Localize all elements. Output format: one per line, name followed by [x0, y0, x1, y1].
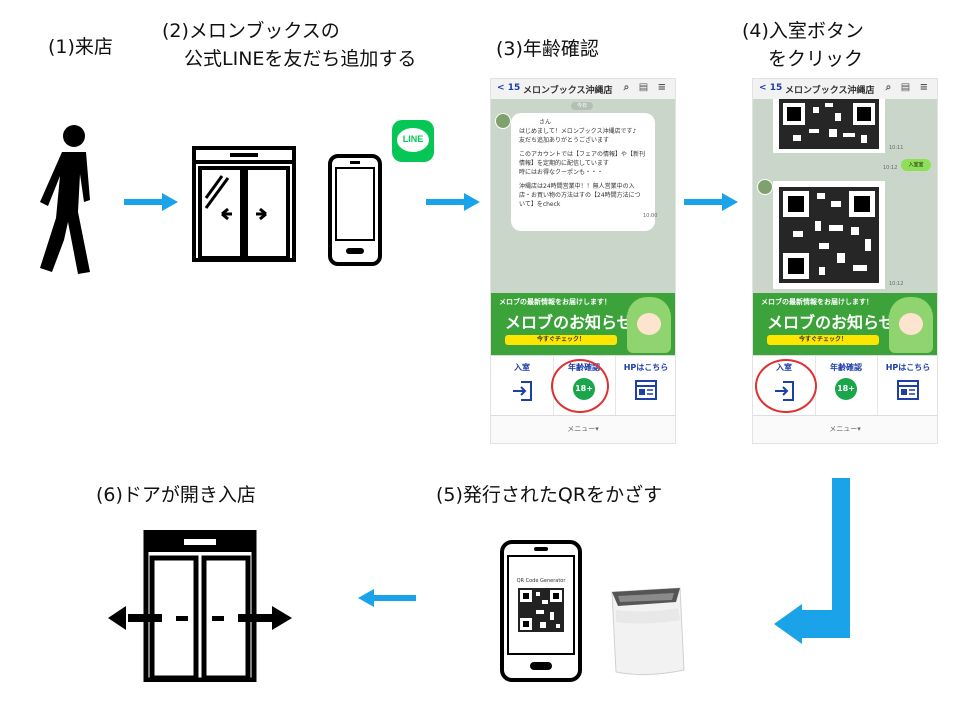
step1-label: (1)来店 [48, 36, 113, 58]
step2-label-line2: 公式LINEを友だち追加する [184, 48, 417, 70]
banner-check-button[interactable]: 今すぐチェック！ [767, 335, 879, 345]
arrow-right-icon [124, 193, 178, 211]
mascot-image [627, 297, 671, 353]
message-line: 沖縄店は24時間営業中！！無人営業中の入 [519, 183, 635, 190]
message-line: 時にはお得なクーポンも・・・ [519, 169, 604, 176]
banner-top-text: メロブの最新情報をお届けします！ [761, 298, 873, 306]
mascot-image [889, 297, 933, 353]
banner-check-button[interactable]: 今すぐチェック！ [505, 335, 617, 345]
walking-person-icon [40, 125, 90, 274]
menu-age-button[interactable]: 年齢確認 18+ [815, 356, 878, 416]
chat-header: < 15 メロンブックス沖縄店 ⌕ ▤ ≡ [753, 79, 937, 100]
date-chip: 今日 [571, 102, 593, 110]
menu-hp-button[interactable]: HPはこちら [877, 356, 937, 416]
welcome-message-bubble: さん はじめまして！メロンブックス沖縄店です♪ 友だち追加ありがとうございます … [511, 113, 655, 231]
arrow-right-icon [426, 193, 480, 211]
entry-qr-code-image [773, 181, 885, 289]
menu-age-label: 年齢確認 [830, 363, 862, 372]
header-icons: ⌕ ▤ ≡ [623, 82, 669, 93]
line-chat-screenshot-enter: < 15 メロンブックス沖縄店 ⌕ ▤ ≡ 10:11 入室室 10:12 [752, 78, 938, 444]
back-button[interactable]: < 15 [759, 83, 783, 93]
chat-title: メロンブックス沖縄店 [785, 86, 875, 96]
qr-code-image [773, 99, 885, 153]
smartphone-icon [328, 154, 382, 266]
menu-toggle[interactable]: メニュー▾ [753, 415, 937, 443]
enter-icon [513, 381, 532, 401]
message-line: 情報】を定期的に配信しています [519, 160, 609, 167]
sent-time: 10:12 [883, 165, 898, 171]
menu-hp-label: HPはこちら [885, 363, 931, 372]
menu-toggle[interactable]: メニュー▾ [491, 415, 675, 443]
message-time: 10:00 [643, 213, 658, 219]
banner-main-text: メロブのお知らせ [505, 313, 633, 332]
message-line: はじめまして！メロンブックス沖縄店です♪ [519, 128, 637, 135]
smartphone-qr-icon [500, 540, 582, 682]
step6-label: (6)ドアが開き入店 [96, 484, 256, 506]
step5-label: (5)発行されたQRをかざす [436, 484, 663, 506]
line-chat-screenshot-age: < 15 メロンブックス沖縄店 ⌕ ▤ ≡ 今日 さん はじめまして！メロンブッ… [490, 78, 676, 444]
step4-label-line1: (4)入室ボタン [742, 20, 864, 42]
back-button[interactable]: < 15 [497, 83, 521, 93]
chat-title: メロンブックス沖縄店 [523, 86, 613, 96]
step4-label-line2: をクリック [768, 48, 864, 70]
webpage-icon [635, 380, 657, 400]
banner-top-text: メロブの最新情報をお届けします！ [499, 298, 611, 306]
banner-main-text: メロブのお知らせ [767, 313, 895, 332]
chat-area: 10:11 入室室 10:12 10:12 [753, 99, 937, 293]
highlight-circle-enter [755, 359, 817, 413]
qr-code-pattern [779, 187, 879, 283]
menu-enter-label: 入室 [514, 363, 530, 372]
arrow-down-left-icon [774, 478, 850, 644]
qr-scanner-device-icon [611, 587, 685, 676]
avatar [495, 113, 511, 129]
age-18-badge: 18+ [835, 378, 857, 400]
qr-generator-text: QR Code Generator [516, 578, 566, 584]
arrow-left-icon [358, 589, 416, 607]
message-line: 友だち追加ありがとうございます [519, 137, 610, 144]
greeting-text: さん [539, 119, 552, 126]
open-door-icon [108, 530, 292, 682]
sent-message-bubble: 入室室 [901, 159, 931, 171]
news-banner[interactable]: メロブの最新情報をお届けします！ メロブのお知らせ 今すぐチェック！ [491, 293, 675, 355]
step3-label: (3)年齢確認 [496, 38, 599, 60]
chat-area: 今日 さん はじめまして！メロンブックス沖縄店です♪ 友だち追加ありがとうござい… [491, 99, 675, 293]
menu-hp-button[interactable]: HPはこちら [615, 356, 675, 416]
automatic-door-icon [192, 146, 296, 262]
message-time: 10:11 [889, 145, 904, 151]
message-time: 10:12 [889, 281, 904, 287]
message-line: 店・お買い物の方法はすの【24時間方法につ [519, 192, 641, 199]
avatar [757, 179, 773, 195]
chat-header: < 15 メロンブックス沖縄店 ⌕ ▤ ≡ [491, 79, 675, 100]
highlight-circle-age [551, 359, 609, 413]
news-banner[interactable]: メロブの最新情報をお届けします！ メロブのお知らせ 今すぐチェック！ [753, 293, 937, 355]
header-icons: ⌕ ▤ ≡ [885, 82, 931, 93]
webpage-icon [897, 380, 919, 400]
qr-code-pattern [779, 99, 879, 149]
step2-label-line1: (2)メロンブックスの [162, 20, 340, 42]
line-app-icon: LINE [392, 120, 434, 162]
message-line: いて】をcheck [519, 201, 561, 208]
message-line: このアカウントでは【フェアの情報】や【新刊 [519, 151, 646, 158]
arrow-right-icon [684, 193, 738, 211]
line-logo-text: LINE [402, 134, 424, 144]
menu-enter-button[interactable]: 入室 [491, 356, 554, 416]
menu-hp-label: HPはこちら [623, 363, 669, 372]
